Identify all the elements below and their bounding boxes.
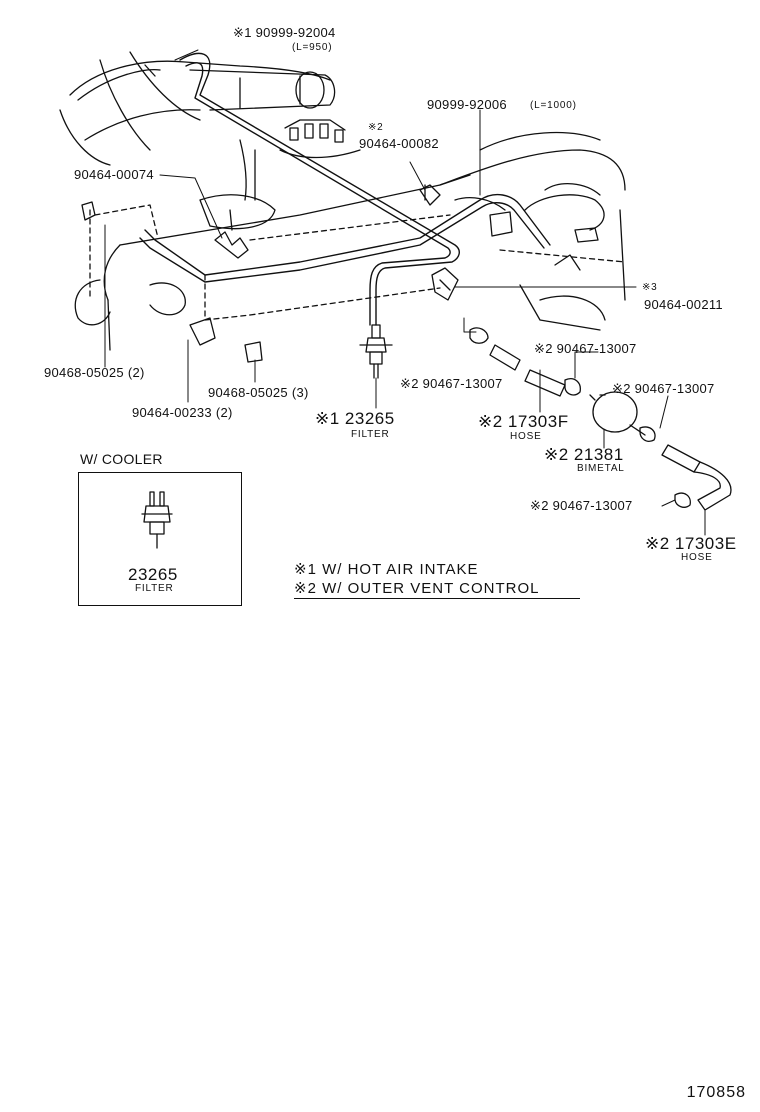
vacuum-hose-92004 <box>179 52 460 326</box>
cooler-part-number: 23265 <box>128 565 178 584</box>
part-sub-p9: FILTER <box>351 429 390 440</box>
part-label-p1: ※1 90999-92004 <box>233 25 336 40</box>
part-label-p5: 90464-00211 <box>644 297 723 312</box>
part-label-p11: ※2 90467-13007 <box>400 376 503 391</box>
part-mark-p3: ※2 <box>368 122 384 133</box>
hose-assembly-right <box>469 327 732 511</box>
clamp-00211 <box>431 267 459 301</box>
leader-lines <box>104 49 706 536</box>
clamp-00233 <box>189 317 216 346</box>
part-sub-p2: (L=1000) <box>530 100 577 111</box>
part-label-p8: 90464-00233 (2) <box>132 405 233 420</box>
part-label-p3: 90464-00082 <box>359 136 439 151</box>
part-sub-p1: (L=950) <box>292 42 333 53</box>
cooler-filter-icon <box>141 491 173 549</box>
part-label-p4: 90464-00074 <box>74 167 154 182</box>
distributor <box>279 119 361 159</box>
part-label-p10: ※2 90467-13007 <box>534 341 637 356</box>
part-mark-p5: ※3 <box>642 282 658 293</box>
part-label-p13: ※2 90467-13007 <box>612 381 715 396</box>
part-label-p9: ※1 23265 <box>315 409 395 428</box>
part-label-p16: ※2 17303E <box>645 534 737 553</box>
part-sub-p12: HOSE <box>510 431 542 442</box>
clamp-05025-mid <box>244 341 263 363</box>
filter-23265 <box>359 324 393 379</box>
part-label-p2: 90999-92006 <box>427 97 507 112</box>
cooler-title: W/ COOLER <box>80 451 163 467</box>
cooler-inset-box <box>78 472 242 606</box>
note-2: ※2 W/ OUTER VENT CONTROL <box>294 580 540 597</box>
cooler-part-sub: FILTER <box>135 583 174 594</box>
notes-legend: ※1 W/ HOT AIR INTAKE ※2 W/ OUTER VENT CO… <box>294 560 539 598</box>
reference-number: 170858 <box>686 1084 746 1101</box>
part-label-p15: ※2 90467-13007 <box>530 498 633 513</box>
notes-underline <box>294 598 580 599</box>
clamp-00074 <box>214 231 249 259</box>
vacuum-hose-92006 <box>139 193 551 283</box>
clamp-05025-left <box>81 201 96 221</box>
note-1: ※1 W/ HOT AIR INTAKE <box>294 561 479 578</box>
part-sub-p16: HOSE <box>681 552 713 563</box>
part-label-p6: 90468-05025 (2) <box>44 365 145 380</box>
air-intake-duct <box>59 51 336 166</box>
part-label-p12: ※2 17303F <box>478 412 569 431</box>
part-label-p7: 90468-05025 (3) <box>208 385 309 400</box>
part-label-p14: ※2 21381 <box>544 445 624 464</box>
clamp-00082 <box>419 184 441 206</box>
part-sub-p14: BIMETAL <box>577 463 625 474</box>
